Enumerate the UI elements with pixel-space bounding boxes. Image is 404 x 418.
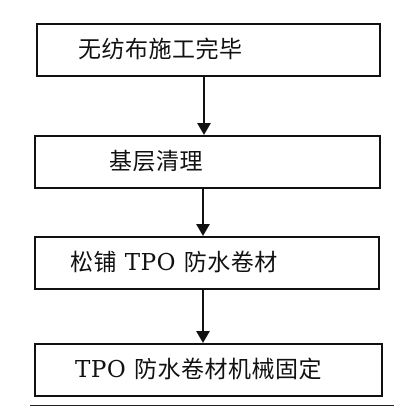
arrow-shaft-1 [203,77,205,125]
arrow-shaft-3 [202,290,204,333]
step-box-4: TPO 防水卷材机械固定 [34,343,383,397]
step-box-2: 基层清理 [34,135,381,189]
step-label-4: TPO 防水卷材机械固定 [75,356,322,383]
arrow-down-icon [196,224,210,236]
step-label-1: 无纺布施工完毕 [78,36,243,63]
arrow-down-2 [196,189,210,236]
step-box-3: 松铺 TPO 防水卷材 [34,236,380,290]
arrow-down-3 [196,290,210,343]
step-label-2: 基层清理 [109,148,203,175]
arrow-down-icon [197,123,211,135]
bottom-divider [30,405,394,406]
step-label-3: 松铺 TPO 防水卷材 [70,249,278,276]
step-box-1: 无纺布施工完毕 [36,23,381,77]
arrow-shaft-2 [202,189,204,226]
arrow-down-icon [196,331,210,343]
arrow-down-1 [197,77,211,135]
